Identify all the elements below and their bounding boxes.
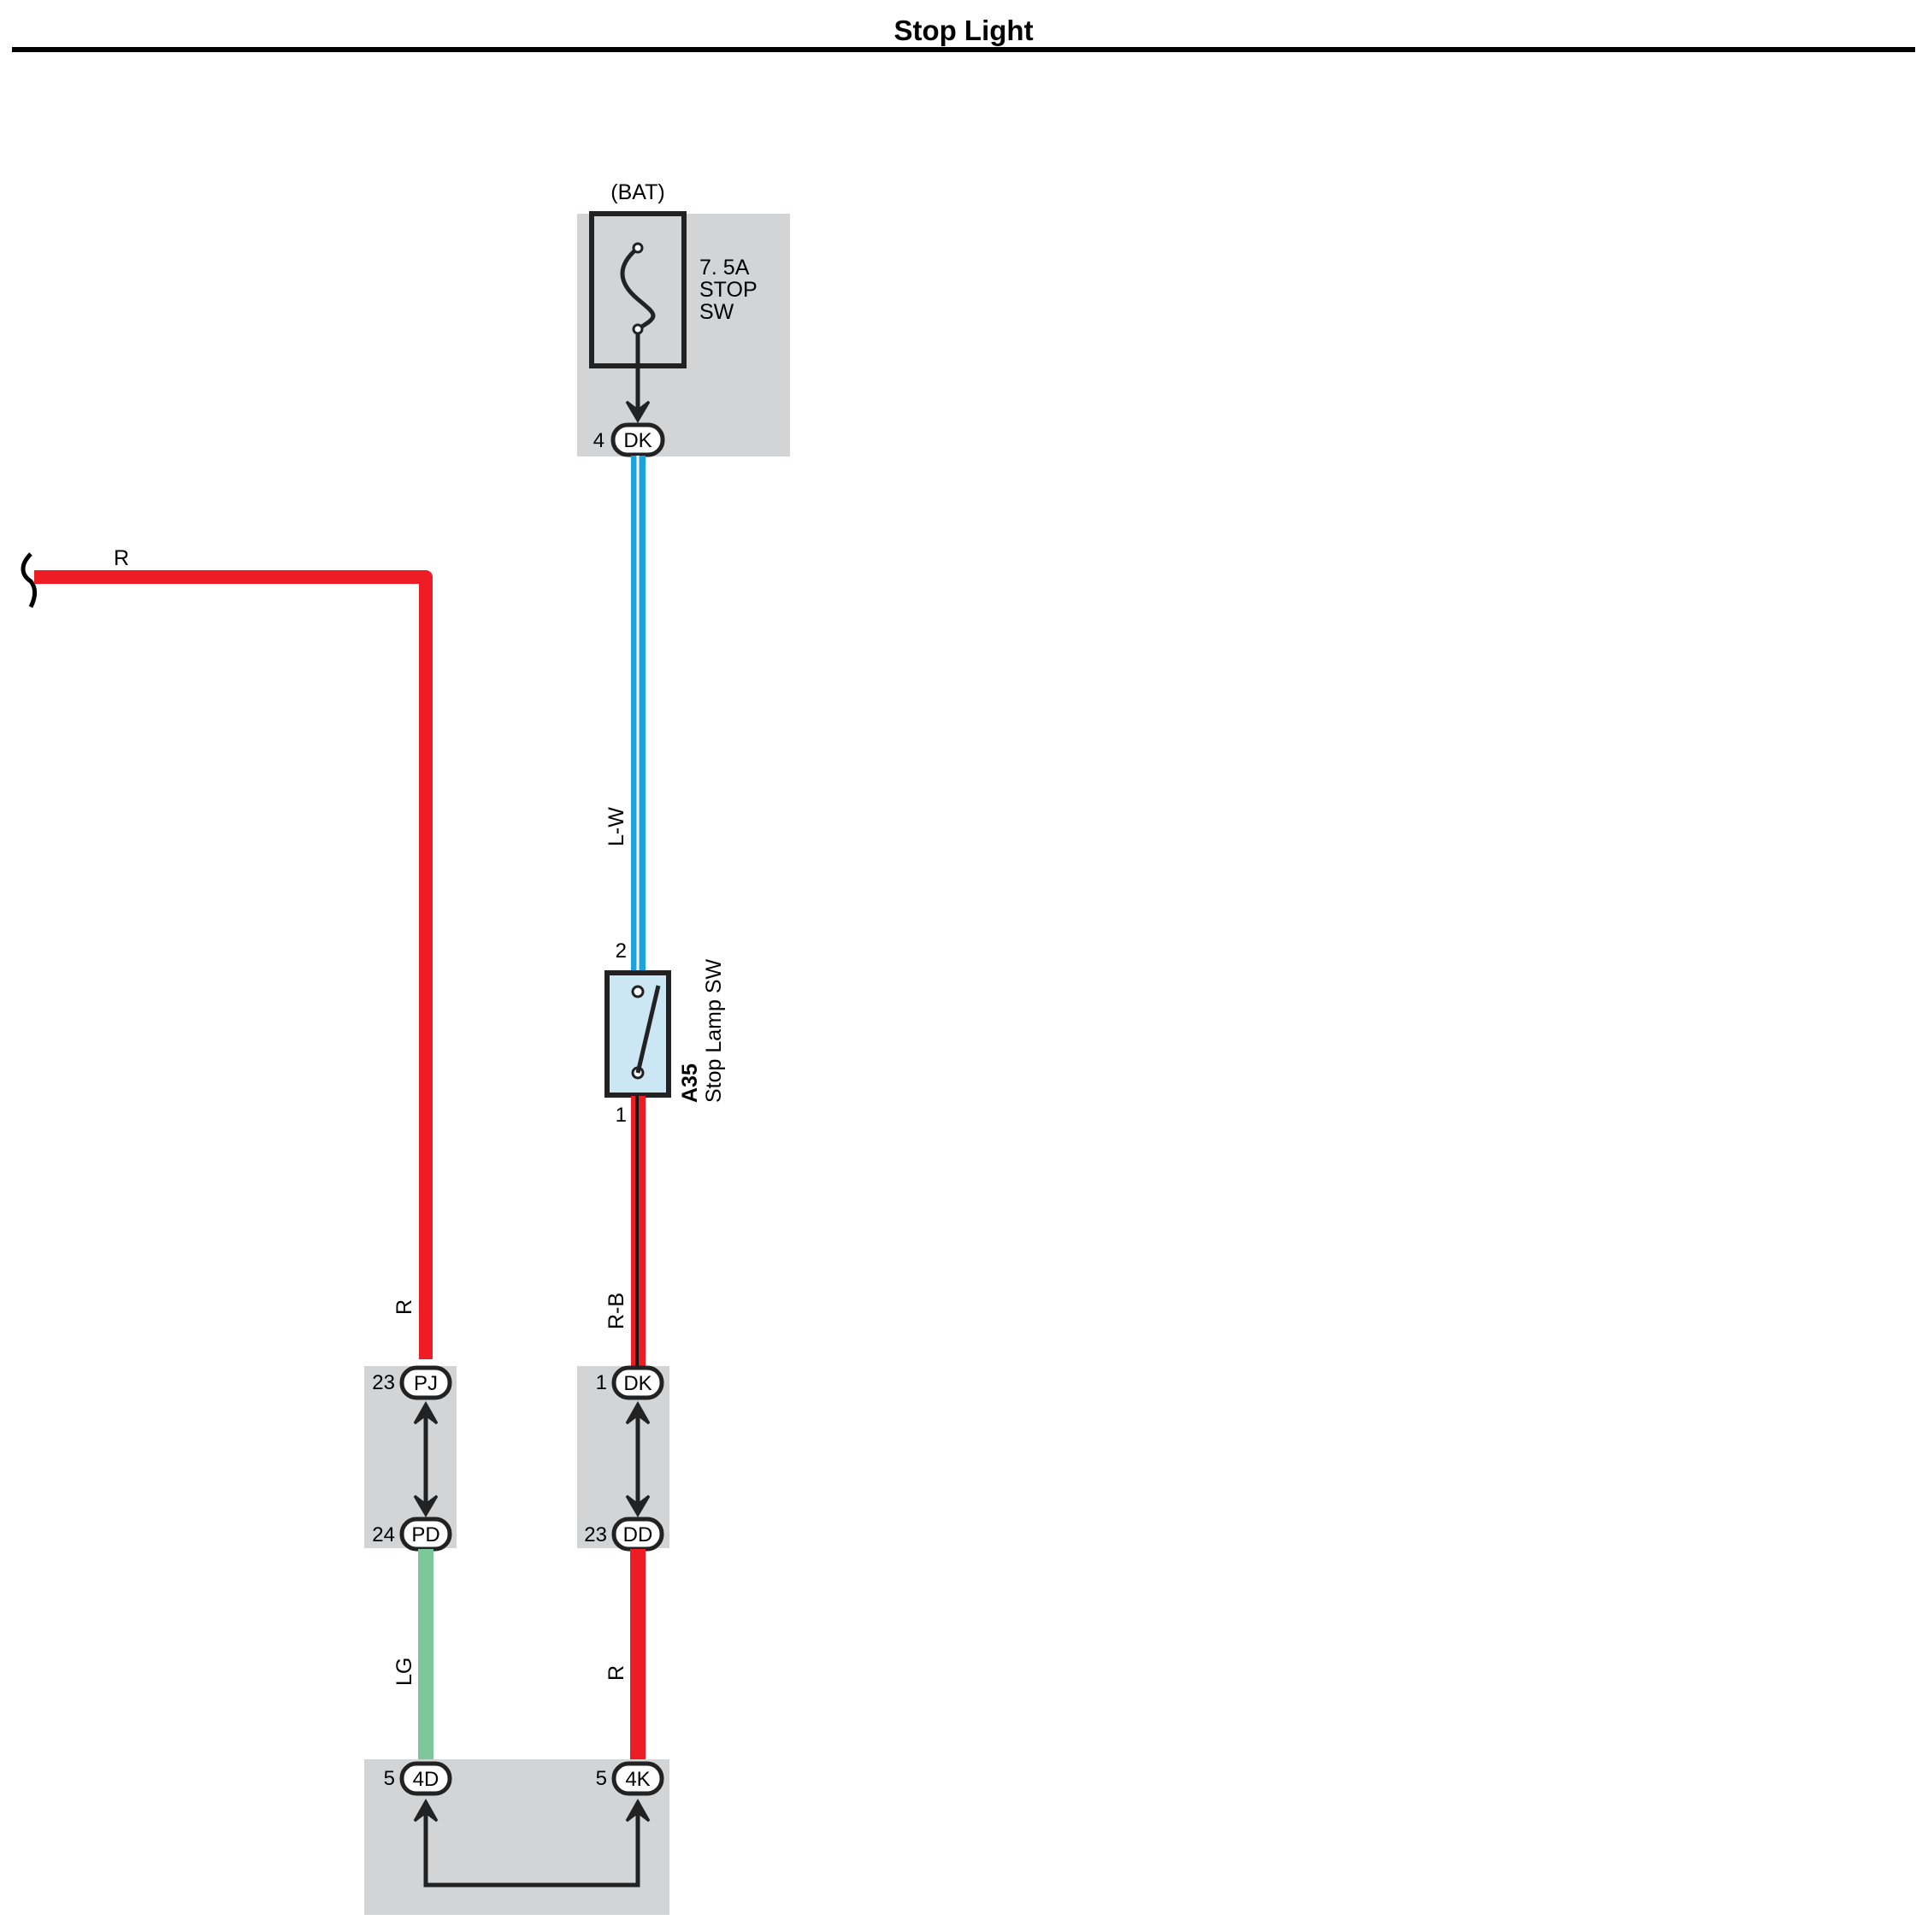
connector-dk-top <box>610 422 665 457</box>
switch-lever-icon <box>635 985 661 1074</box>
page-title: Stop Light <box>893 15 1033 46</box>
fuse-arrow-icon <box>625 400 651 423</box>
arrow-up-4d-icon <box>413 1798 439 1823</box>
wire-top-left-red <box>34 570 433 1359</box>
fuse-rating: 7. 5A <box>699 256 750 280</box>
arrow-down-dd-icon <box>625 1494 651 1517</box>
connector-code-pd: PD <box>411 1523 439 1546</box>
connector-pin-fuse-out: 4 <box>593 429 604 452</box>
arrow-down-pd-icon <box>413 1494 439 1517</box>
wire-label-lw: L-W <box>604 807 628 846</box>
fuse-name-line2: SW <box>699 300 734 324</box>
fuse-element-icon <box>620 246 656 332</box>
connector-code-4k: 4K <box>625 1768 650 1791</box>
connector-pin-dd: 23 <box>584 1523 607 1546</box>
connector-pin-pd: 24 <box>372 1523 395 1546</box>
fuse-terminal-top <box>632 242 644 254</box>
connector-pin-4d: 5 <box>384 1767 395 1790</box>
connector-pin-dk-mid: 1 <box>596 1371 607 1394</box>
connector-code-dd: DD <box>623 1523 653 1546</box>
arrow-up-pj-icon <box>413 1400 439 1425</box>
wire-label-top-left: R <box>114 546 129 570</box>
wire-break-icon <box>21 552 38 609</box>
fuse-name-line1: STOP <box>699 278 758 302</box>
connector-4d <box>399 1761 452 1796</box>
link-4d-4k <box>423 1802 640 1888</box>
wire-label-red-bottom: R <box>604 1665 628 1681</box>
arrow-up-4k-icon <box>625 1798 651 1823</box>
wire-red-bottom <box>630 1549 646 1759</box>
fuse-source-label: (BAT) <box>610 180 664 204</box>
connector-code-4d: 4D <box>413 1768 439 1791</box>
connector-pj <box>399 1365 452 1400</box>
fuse-terminal-bottom <box>632 323 644 335</box>
switch-code: A35 <box>678 1063 702 1103</box>
connector-pin-pj: 23 <box>372 1371 395 1394</box>
arrow-up-dk-icon <box>625 1400 651 1425</box>
connector-4k <box>611 1761 664 1796</box>
wire-label-left-vertical: R <box>392 1299 416 1315</box>
wire-label-rb: R-B <box>604 1293 628 1329</box>
switch-name: Stop Lamp SW <box>702 958 726 1103</box>
connector-code-dk-mid: DK <box>623 1372 652 1395</box>
connector-code-pj: PJ <box>414 1372 438 1395</box>
switch-contact-top <box>631 985 645 998</box>
connector-code-fuse-out: DK <box>623 429 652 452</box>
wire-label-lg: LG <box>392 1658 416 1686</box>
switch-pin-bottom: 1 <box>616 1104 627 1127</box>
connector-dk-mid <box>611 1365 664 1400</box>
switch-pin-top: 2 <box>616 939 627 963</box>
connector-pin-4k: 5 <box>596 1767 607 1790</box>
wire-green-lg <box>418 1549 433 1759</box>
